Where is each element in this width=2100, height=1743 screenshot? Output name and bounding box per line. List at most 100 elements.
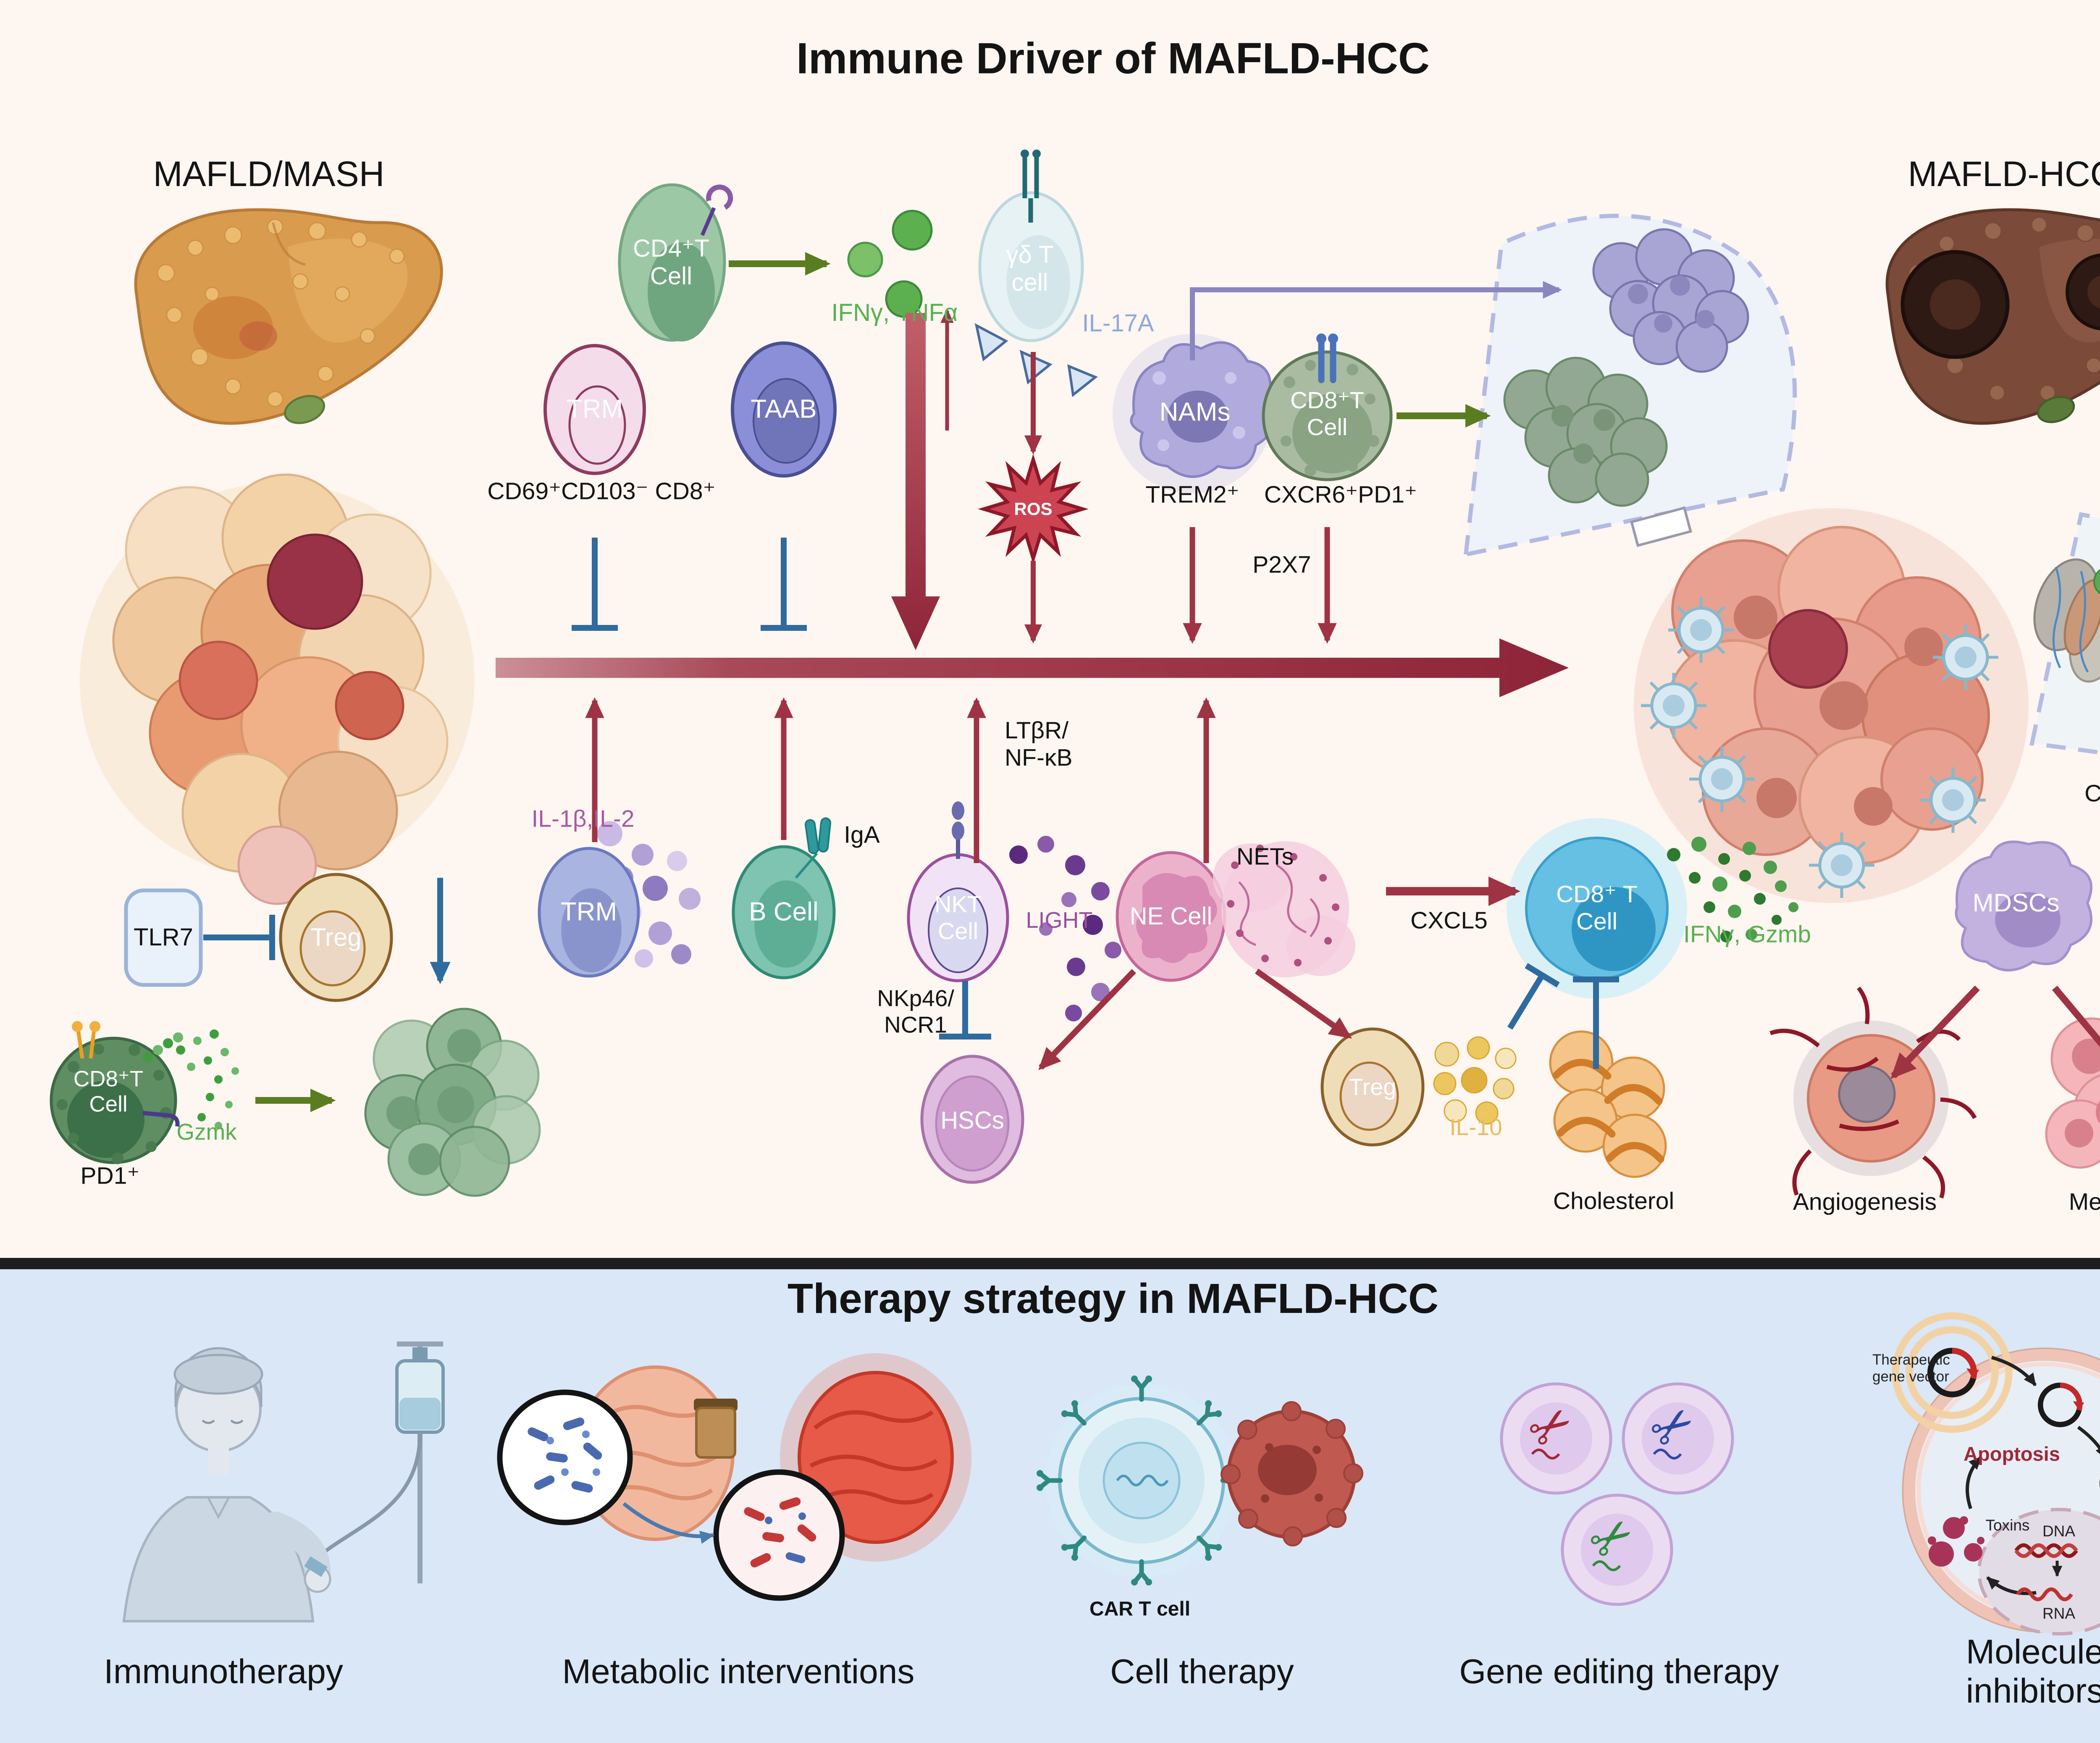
il10-label: IL-10 [1449,1114,1502,1140]
therapy-item-immunotherapy: Immunotherapy [104,1652,343,1691]
cholesterol-spheres [1549,1030,1667,1178]
trem2-label: TREM2⁺ [1145,481,1239,508]
rna-label: RNA [2042,1604,2076,1622]
il1b-il2-label: IL-1β,IL-2 [531,805,635,832]
gamma-delta-tcell [978,150,1084,342]
angiogenesis-label: Angiogenesis [1793,1188,1937,1215]
microbiome-transfer-arrow [622,1502,715,1544]
gzmk-label: Gzmk [176,1118,237,1145]
mdsc-cell [1955,840,2092,971]
ifng-gzmb-dots [1667,837,1798,942]
iga-icon [804,817,832,854]
therapy-item-gene-editing: Gene editing therapy [1459,1652,1779,1691]
mdscs-label: MDSCs [1972,888,2060,917]
nkt-cell-label: NKT Cell [934,891,982,944]
pd1-receptor-icon [76,1029,96,1059]
ros-starburst [978,454,1089,564]
inset-frame [1630,506,1692,547]
apoptosis-label: Apoptosis [1964,1443,2060,1465]
section-divider [0,1258,2100,1269]
cxcr6-receptor-icon [1318,339,1336,383]
metabolic-illustration [497,1353,971,1601]
cd8-tcell-blue [1507,818,1687,999]
light-label: LIGHT [1026,908,1093,933]
hsc-cell [920,1055,1024,1184]
dna-label: DNA [2042,1522,2076,1540]
nkt-cell [907,801,1009,982]
iv-needle-patch [304,1556,328,1577]
metastasis-label: Metastasis [2068,1188,2100,1215]
taab-cell [731,341,837,478]
gene-vector-label: Therapeutic gene vector [1872,1352,1950,1385]
healthy-cell-cluster [364,1008,541,1197]
treg-left-label: Treg [310,923,362,951]
cd4-tcell-label: CD4⁺T Cell [633,234,710,290]
mafld-mash-label: MAFLD/MASH [153,154,385,194]
nets-web [1213,841,1355,977]
mdsc-angiogenesis-arrow [1890,985,1980,1079]
b-cell [732,817,836,979]
cxcr6-pd1-label: CXCR6⁺PD1⁺ [1264,481,1418,508]
nams-to-fan-arrow [1190,281,1562,360]
immune-infiltrate-fan [1463,213,1797,557]
rna-icon [2016,1587,2073,1601]
light-dots [1009,836,1121,1021]
cd8-blue-label: CD8⁺ T Cell [1556,881,1638,935]
main-progression-arrow [496,638,1569,697]
nets-to-treg-arrow [1255,969,1352,1039]
treg-cell-right [1320,1027,1425,1147]
cd4-receptor-icon [706,184,733,210]
trm-cell-mid [538,847,640,978]
purple-cell-cluster [1592,228,1749,373]
treg-right-label: Treg [1349,1074,1396,1100]
gene-editing-illustration: ✂ ✂ ✂ [1500,1382,1734,1606]
cd8-tcell-top [1262,333,1393,481]
il17a-label: IL-17A [1082,309,1154,337]
mdsc-metastasis-arrow [2052,985,2100,1047]
big-down-arrow [891,313,940,650]
molecule-inhibitors-illustration [1892,1312,2100,1635]
metastasis-illustration [2045,1017,2100,1169]
tlr7-label: TLR7 [134,923,193,951]
fatty-liver-illustration [134,208,443,425]
cd8-tcell-green [50,1021,180,1164]
hscs-label: HSCs [940,1106,1004,1134]
tumor-mass [1630,506,2029,903]
taab-label: TAAB [751,394,817,424]
trm-cell-top [543,344,646,475]
stool-jar-icon [695,1407,736,1459]
trm-top-label: TRM [566,394,623,424]
ifng-gzmb-label: IFNγ, Gzmb [1683,921,1811,948]
toxin-blobs [1928,1516,1984,1567]
ne-cell-label: NE Cell [1129,902,1213,930]
nams-macrophage [1113,334,1276,494]
cd69-cd103-label: CD69⁺CD103⁻ CD8⁺ [487,478,716,505]
therapy-item-metabolic: Metabolic interventions [562,1652,915,1691]
immune-section-title: Immune Driver of MAFLD-HCC [796,34,1430,83]
cd8-top-label: CD8⁺T Cell [1290,387,1364,440]
cxcl5-label: CXCL5 [1410,907,1488,934]
gamma-delta-label: γδ T cell [1006,241,1054,296]
ifng-tnfa-dots [847,210,933,318]
treg-inhibit-cd8-line [1507,974,1545,1030]
nets-label: NETs [1236,843,1294,870]
cholesterol-label: Cholesterol [1553,1187,1675,1215]
nucleus [1977,1508,2100,1635]
immunotherapy-illustration [122,1341,445,1622]
ne-to-hsc-arrow [1038,969,1137,1071]
nams-label: NAMs [1159,397,1231,427]
toxins-label: Toxins [1985,1516,2030,1534]
il10-dots [1433,1036,1517,1125]
cd8-green-label: CD8⁺T Cell [73,1066,144,1117]
ne-cell [1116,851,1226,982]
car-t-cell-label: CAR T cell [1089,1598,1191,1620]
cd8-fan-label: CD8⁺ T Cell [2084,780,2100,807]
dna-icon [1116,1475,1169,1486]
therapy-item-cell-therapy: Cell therapy [1110,1652,1294,1691]
gzmk-receptor-icon [142,1111,170,1118]
ltbr-nfkb-label: LTβR/ NF-κB [1005,717,1073,771]
connectors [203,252,2100,1112]
therapy-item-molecule-inhibitors: Molecule inhibitors [1966,1633,2100,1710]
b-cell-label: B Cell [749,897,819,927]
therapy-section-title: Therapy strategy in MAFLD-HCC [787,1275,1439,1322]
